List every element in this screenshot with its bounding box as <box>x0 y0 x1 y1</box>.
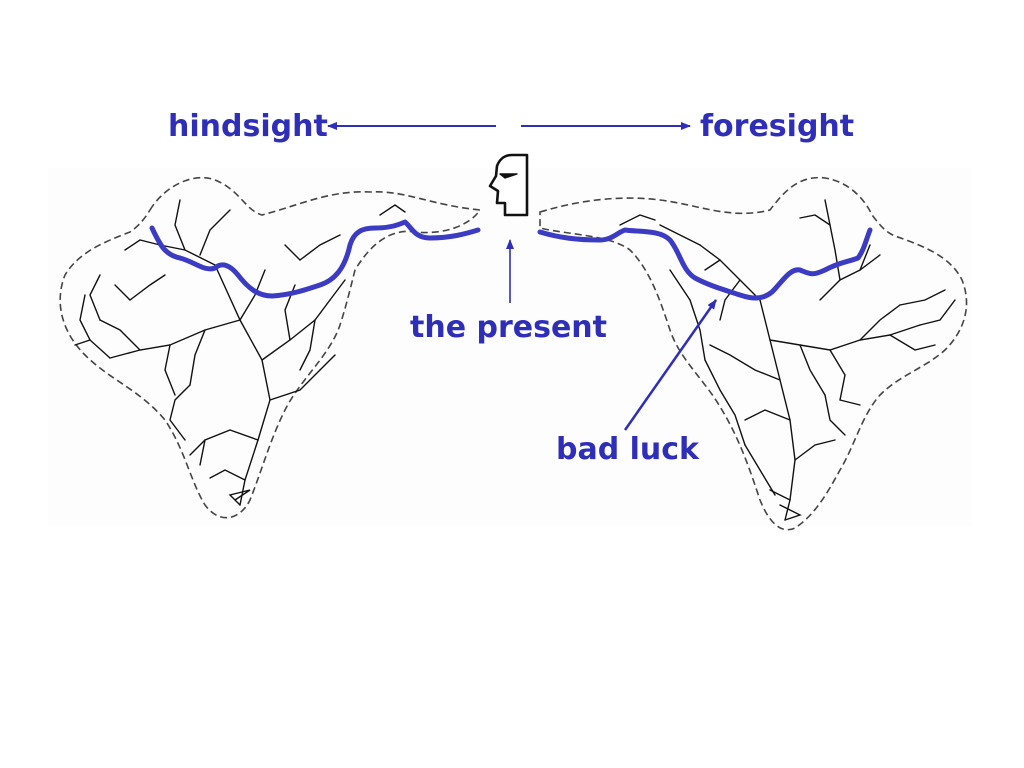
hindsight-label: hindsight <box>168 112 328 142</box>
foresight-label: foresight <box>700 112 854 142</box>
image-frame <box>48 168 972 526</box>
bad-luck-label: bad luck <box>556 435 699 465</box>
present-label: the present <box>410 313 607 343</box>
